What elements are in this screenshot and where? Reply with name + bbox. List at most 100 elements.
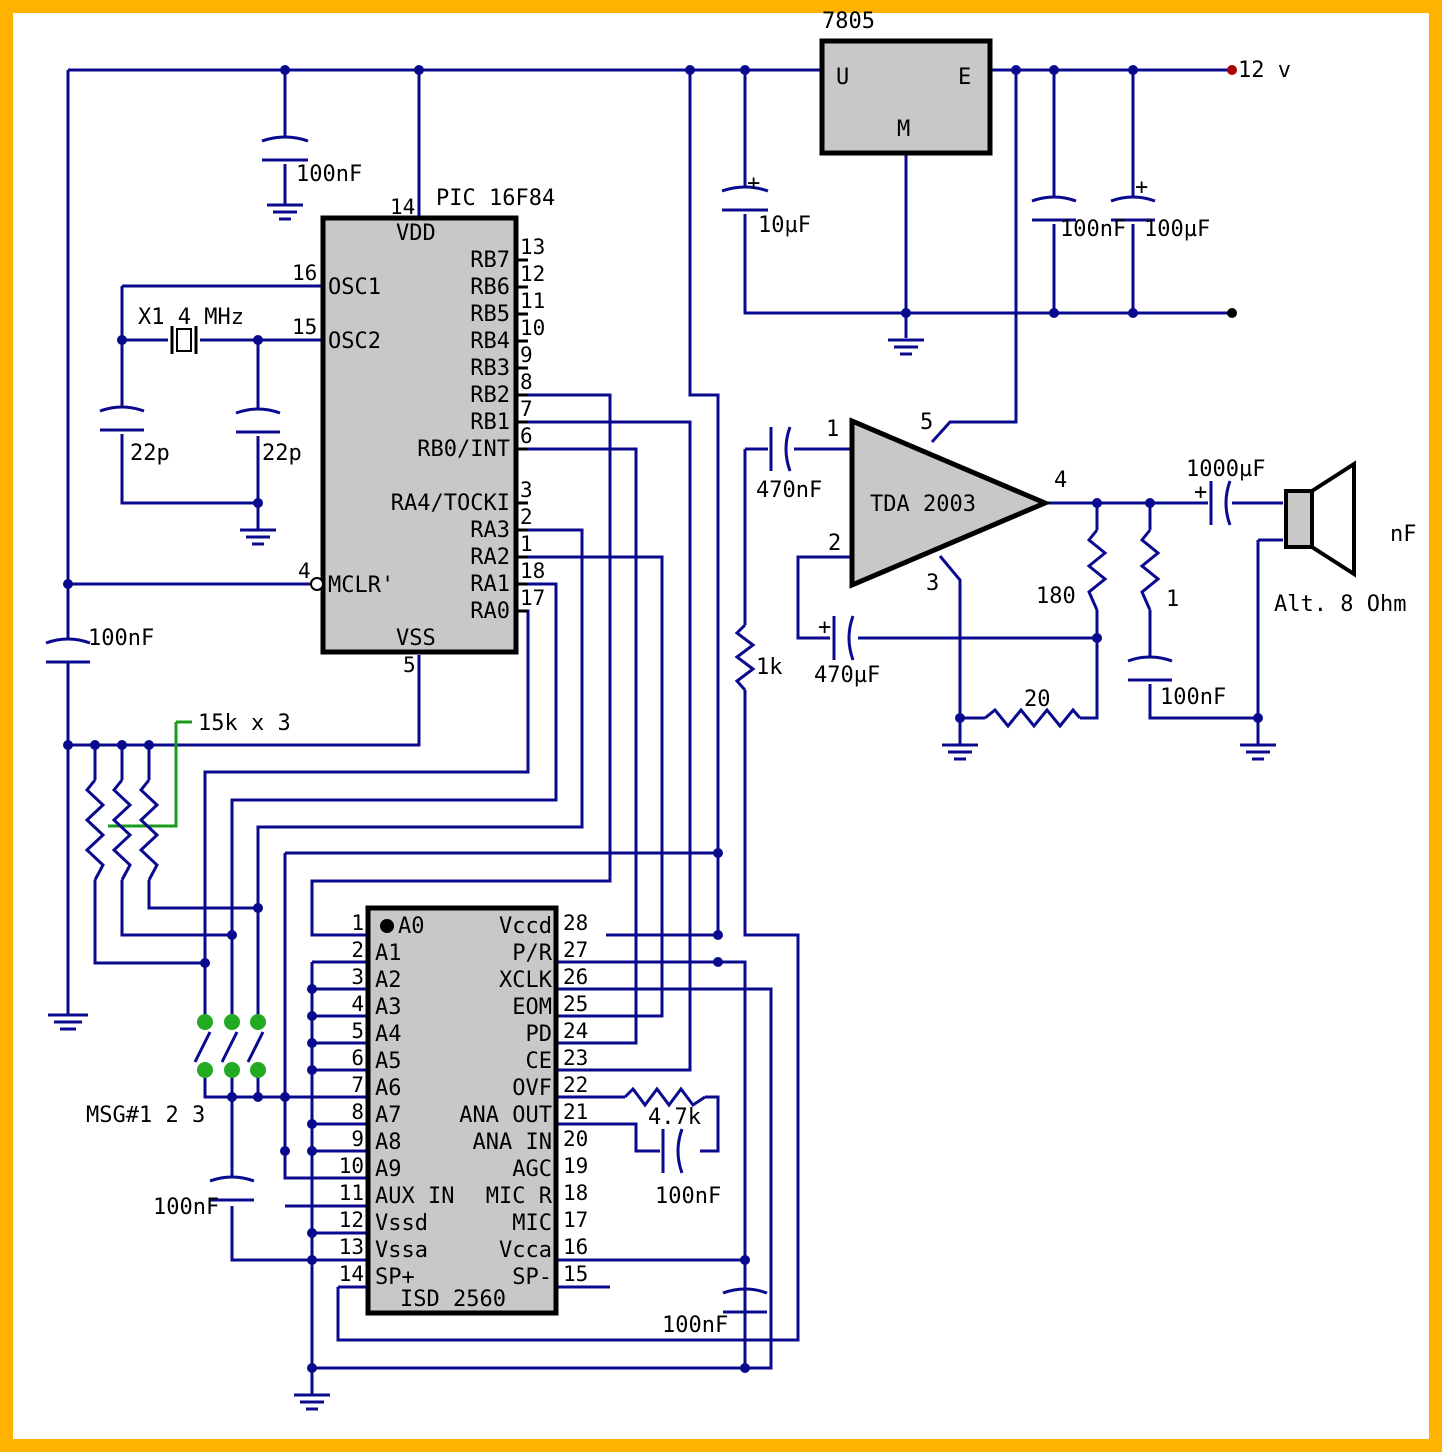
speaker-label: Alt. 8 Ohm: [1274, 592, 1406, 617]
isd-pin-a8: A8: [375, 1130, 402, 1155]
isd-pin-a1: A1: [375, 941, 402, 966]
pic-pin-rb2: RB2: [470, 383, 510, 408]
isd-pin-a2: A2: [375, 968, 402, 993]
regulator-7805: [819, 38, 993, 156]
isd-pin-num: 28: [563, 911, 588, 935]
pic-pin-num: 2: [520, 505, 533, 529]
isd-pin-num: 8: [351, 1100, 364, 1124]
pic-pin-vss-num: 5: [403, 653, 416, 677]
isd-pin-num: 4: [351, 992, 364, 1016]
pic-16f84-chip: [310, 215, 528, 655]
pic-pin-num: 11: [520, 289, 545, 313]
pic-pin-ra3: RA3: [470, 518, 510, 543]
isd-pin-a6: A6: [375, 1076, 402, 1101]
isd-pin-vccd: Vccd: [499, 914, 552, 939]
c-out2-label: 100µF: [1144, 217, 1210, 242]
isd-pin-num: 20: [563, 1127, 588, 1151]
pic-pin-num: 18: [520, 559, 545, 583]
pic-pin-rb1: RB1: [470, 410, 510, 435]
pic-pin-ra1: RA1: [470, 572, 510, 597]
pic-pin-rb5: RB5: [470, 302, 510, 327]
isd-pin-ana-out: ANA OUT: [459, 1103, 552, 1128]
ground-symbols: [48, 203, 1276, 1411]
pic-pin-osc2-num: 15: [292, 315, 317, 339]
amp-pin-gnd: 3: [926, 571, 939, 596]
isd-pin-aux-in: AUX IN: [375, 1184, 454, 1209]
switches-label: MSG#1 2 3: [86, 1103, 205, 1128]
pic-pin-num: 8: [520, 370, 533, 394]
isd-pin-a0: A0: [398, 914, 425, 939]
isd-pin-agc: AGC: [512, 1157, 552, 1182]
isd-pin-num: 7: [351, 1073, 364, 1097]
pic-vss: VSS: [396, 626, 436, 651]
r-1k-label: 1k: [756, 655, 783, 680]
pic-pin-ra0: RA0: [470, 599, 510, 624]
pic-pin-rb6: RB6: [470, 275, 510, 300]
supply-label: 12 v: [1238, 58, 1291, 83]
isd-pin-num: 17: [563, 1208, 588, 1232]
pic-pin-vdd-num: 14: [390, 195, 415, 219]
isd-pin-num: 15: [563, 1262, 588, 1286]
isd-pin-vssd: Vssd: [375, 1211, 428, 1236]
isd-pin-num: 19: [563, 1154, 588, 1178]
c-out2-plus: +: [1135, 175, 1148, 200]
isd-pin-ovf: OVF: [512, 1076, 552, 1101]
msg-switches[interactable]: [193, 1014, 266, 1078]
pic-pin-num: 9: [520, 343, 533, 367]
pic-pin-rb0: RB0/INT: [417, 437, 510, 462]
c-10u-plus: +: [747, 171, 760, 196]
isd-pin-a5: A5: [375, 1049, 402, 1074]
isd-pin-num: 1: [351, 911, 364, 935]
isd-pin-eom: EOM: [512, 995, 552, 1020]
isd-pin-num: 24: [563, 1019, 588, 1043]
c-speaker-label: 1000µF: [1186, 457, 1265, 482]
speaker: [1284, 460, 1356, 578]
pic-pin-ra2: RA2: [470, 545, 510, 570]
c-fb-plus: +: [818, 615, 831, 640]
pullup-label-line: [108, 720, 192, 828]
isd-pin-a9: A9: [375, 1157, 402, 1182]
c-isd-bottom-label: 100nF: [662, 1313, 728, 1338]
pic-mclr: MCLR': [328, 573, 394, 598]
labels: 7805 U E M 12 v 100nF 10µF + 100nF 100µF…: [86, 9, 1417, 1338]
isd-name: ISD 2560: [400, 1287, 506, 1312]
amp-pin-fb: 2: [828, 531, 841, 556]
pic-pin-num: 6: [520, 424, 533, 448]
isd-pin-vcca: Vcca: [499, 1238, 552, 1263]
isd-pin-num: 27: [563, 938, 588, 962]
amp-pin-in: 1: [826, 417, 839, 442]
regulator-pin-out: E: [958, 65, 971, 90]
pic-pin-osc1-num: 16: [292, 261, 317, 285]
isd-pin-num: 22: [563, 1073, 588, 1097]
isd-pin-pd: PD: [526, 1022, 553, 1047]
regulator-name: 7805: [822, 9, 875, 34]
isd-pin-vssa: Vssa: [375, 1238, 428, 1263]
r-1-label: 1: [1166, 587, 1179, 612]
junctions: [63, 65, 1263, 1373]
c-out1-label: 100nF: [1060, 217, 1126, 242]
isd-pin-num: 12: [339, 1208, 364, 1232]
isd-pin-num: 26: [563, 965, 588, 989]
amp-name: TDA 2003: [870, 492, 976, 517]
pic-pin-num: 13: [520, 235, 545, 259]
pic-osc2: OSC2: [328, 329, 381, 354]
c-top-label: 100nF: [296, 162, 362, 187]
pic-pin-num: 1: [520, 532, 533, 556]
tda-2003-amp: [849, 417, 1052, 589]
resistors: [84, 529, 1161, 1108]
wires: [66, 68, 1283, 1395]
c-fb-label: 470µF: [814, 663, 880, 688]
isd-pin-sp-minus: SP-: [512, 1265, 552, 1290]
pic-pin-num: 7: [520, 397, 533, 421]
c-isd-left-label: 100nF: [153, 1195, 219, 1220]
c-zobel-label: 100nF: [1160, 685, 1226, 710]
r-180-label: 180: [1036, 584, 1076, 609]
isd-pin-sp-plus: SP+: [375, 1265, 415, 1290]
isd-pin-num: 6: [351, 1046, 364, 1070]
pic-pin-num: 12: [520, 262, 545, 286]
crystal-label: X1 4 MHz: [138, 305, 244, 330]
pic-pin-num: 10: [520, 316, 545, 340]
isd-pin-num: 10: [339, 1154, 364, 1178]
